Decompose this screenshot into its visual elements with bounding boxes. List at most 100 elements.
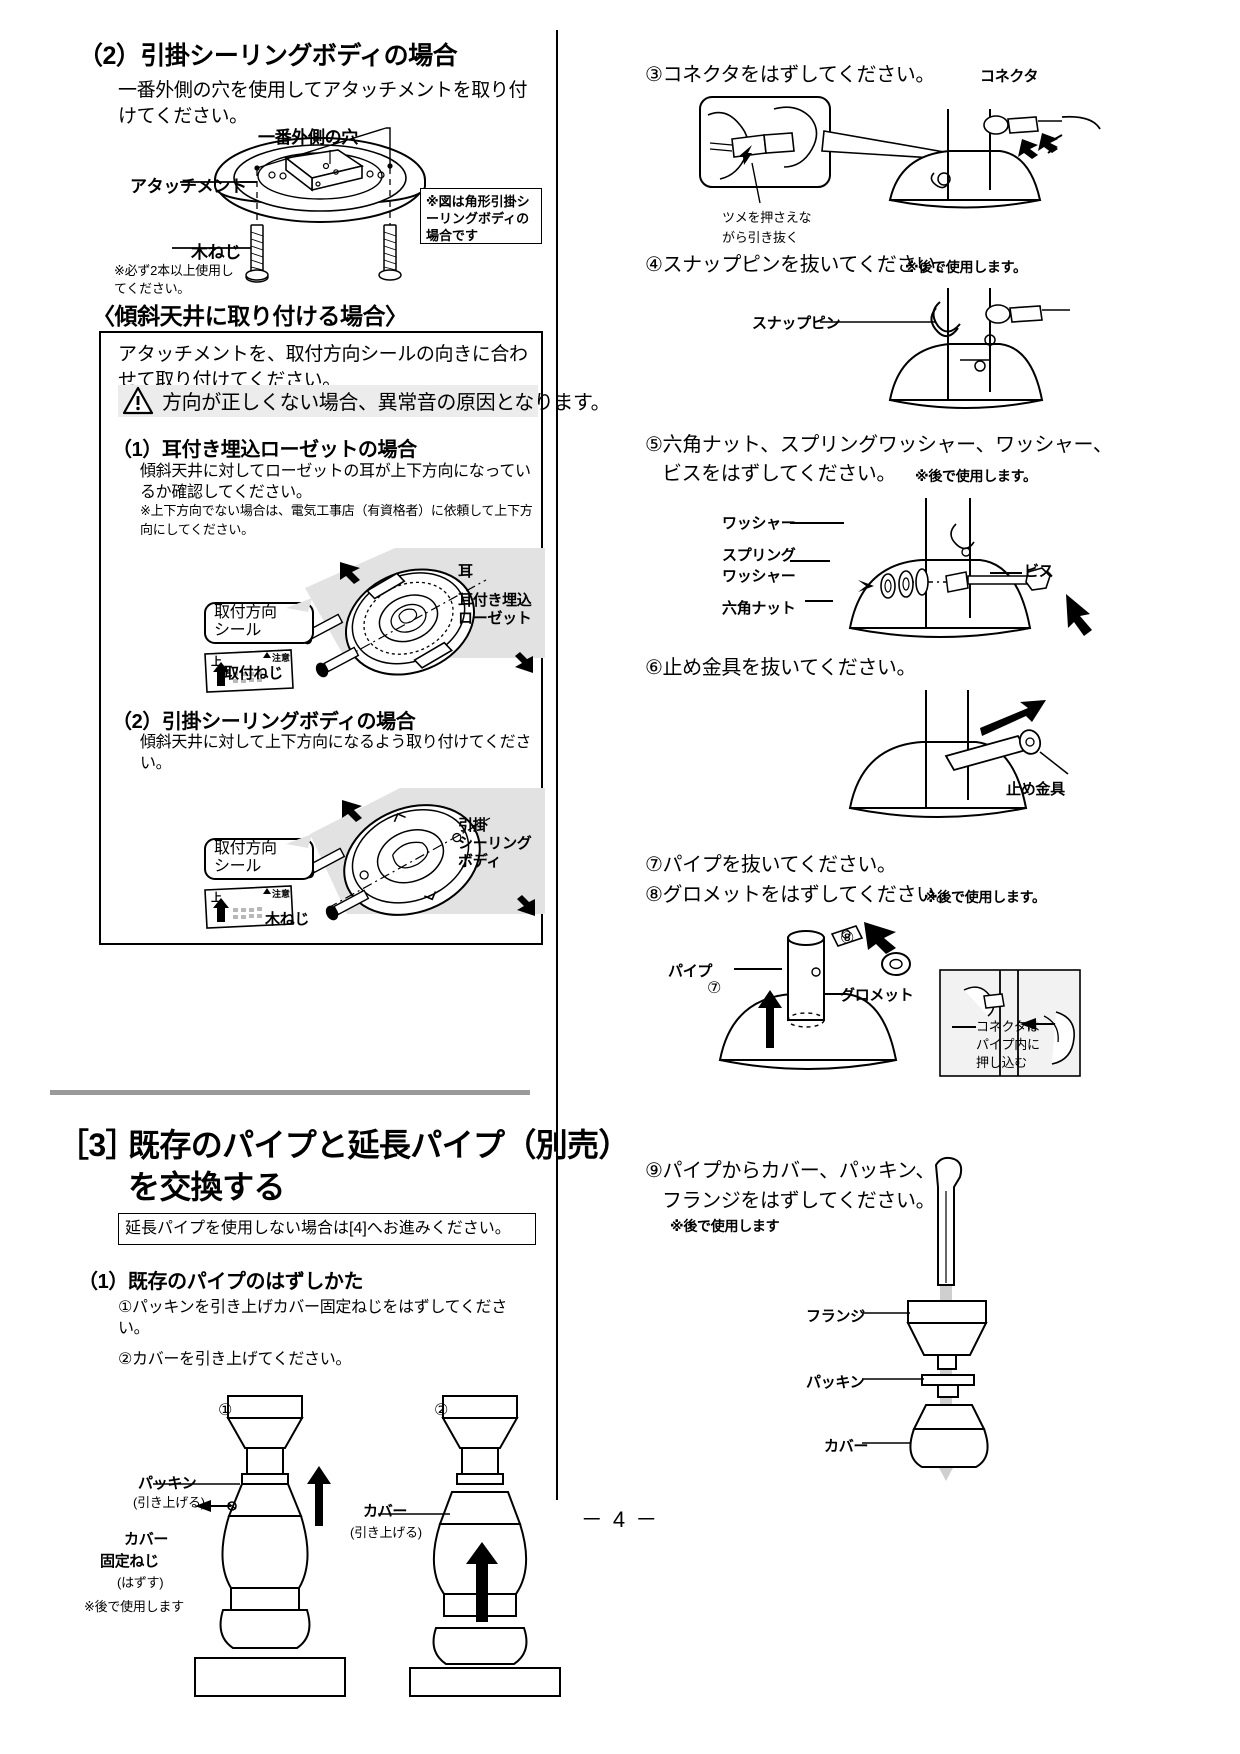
label-hex-nut: 六角ナット: [722, 600, 796, 617]
label-wood-screw: 木ねじ: [191, 243, 241, 262]
label-ear: 耳: [458, 563, 473, 580]
marker-2: ②: [434, 1402, 449, 1419]
step3-diagram: [699, 95, 1120, 235]
step8-text: ⑧グロメットをはずしてください。: [645, 884, 956, 906]
seal-label-text: 取付方向 シール: [214, 604, 277, 640]
label-attachment: アタッチメント: [130, 177, 247, 196]
label-packing-9: パッキン: [806, 1374, 865, 1391]
step9-text-l1: ⑨パイプからカバー、パッキン、: [645, 1160, 935, 1182]
fixture-diagram-2: [378, 1395, 570, 1697]
label-flange: フランジ: [806, 1308, 865, 1325]
section-3-heading-l1: 既存のパイプと延長パイプ（別売）: [128, 1127, 630, 1163]
inset-note: コネクタは パイプ内に 押し込む: [976, 1019, 1040, 1071]
marker-7: ⑦: [707, 980, 722, 997]
section-3-callout-box: 延長パイプを使用しない場合は[4]へお進みください。: [118, 1213, 536, 1245]
section-3-callout: 延長パイプを使用しない場合は[4]へお進みください。: [125, 1220, 511, 1237]
label-cover-screw-l2: 固定ねじ: [100, 1553, 159, 1570]
label-wood-screw-note: ※必ず2本以上使用してください。: [114, 263, 234, 296]
label-wood-screw-2: 木ねじ: [265, 911, 310, 928]
svg-text:注意: 注意: [272, 652, 290, 663]
note-box-text: ※図は角形引掛シーリングボディの場合です: [426, 194, 530, 243]
label-spring-washer-l2: ワッシャー: [722, 568, 796, 585]
section-3-heading-l2: を交換する: [128, 1169, 285, 1205]
slope-heading: 〈傾斜天井に取り付ける場合〉: [92, 303, 408, 329]
seal2-label-text: 取付方向 シール: [214, 840, 277, 876]
label-spring-washer-l1: スプリング: [722, 547, 796, 564]
label-snap-pin: スナップピン: [752, 315, 841, 332]
slope-sub1-note: ※上下方向でない場合は、電気工事店（有資格者）に依頼して上下方向にしてください。: [140, 503, 533, 537]
section-rule: [50, 1090, 530, 1095]
slope-sub1-seal-graphic: 上 注意: [203, 648, 295, 694]
section-2-heading: （2）引掛シーリングボディの場合: [78, 42, 458, 70]
label-ceiling-body: 引掛 シーリング ボディ: [458, 817, 532, 870]
slope-sub1-seal-label: 取付方向 シール: [214, 604, 277, 641]
label-washer: ワッシャー: [722, 515, 796, 532]
label-rosette: 耳付き埋込 ローゼット: [458, 592, 532, 627]
slope-sub1-heading: （1）耳付き埋込ローゼットの場合: [112, 439, 417, 461]
step7-text: ⑦パイプを抜いてください。: [645, 854, 897, 876]
label-mounting-screw: 取付ねじ: [224, 665, 283, 682]
step9-text-l2: フランジをはずしてください。: [662, 1190, 936, 1212]
slope-sub1-rosette: [290, 560, 540, 690]
column-divider: [556, 30, 558, 1500]
slope-sub2-body: 傾斜天井に対して上下方向になるよう取り付けてください。: [140, 734, 532, 772]
warning-text: 方向が正しくない場合、異常音の原因となります。: [162, 392, 611, 414]
page-number: － 4 －: [580, 1507, 660, 1532]
step6-text: ⑥止め金具を抜いてください。: [645, 657, 917, 679]
label-retainer: 止め金具: [1006, 781, 1065, 798]
step4-text: ④スナップピンを抜いてください。: [645, 254, 956, 276]
note-box-square-body: ※図は角形引掛シーリングボディの場合です: [420, 188, 542, 244]
fixture-diagram-1: [153, 1395, 355, 1697]
slope-sub2-seal-callout: [204, 834, 314, 880]
leader-spring-washer: [790, 560, 830, 562]
svg-text:上: 上: [211, 654, 222, 668]
section-2-body: 一番外側の穴を使用してアタッチメントを取り付けてください。: [118, 80, 528, 127]
label-pipe: パイプ: [668, 963, 713, 980]
label-connector: コネクタ: [980, 68, 1039, 85]
step3-text: ③コネクタをはずしてください。: [645, 64, 935, 86]
label-cover-screw-note: ※後で使用します: [84, 1599, 184, 1614]
section-3-step2: ②カバーを引き上げてください。: [118, 1351, 352, 1368]
label-packing-sub: (引き上げる): [133, 1495, 205, 1510]
step6-diagram: [840, 690, 1120, 830]
step5-diagram: [830, 498, 1120, 648]
step8-suffix: ※後で使用します。: [924, 889, 1046, 905]
step5-text-l2: ビスをはずしてください。: [662, 463, 896, 485]
step4-diagram: [820, 288, 1100, 418]
slope-sub2-heading: （2）引掛シーリングボディの場合: [112, 711, 416, 733]
step9-diagram: [862, 1155, 1080, 1485]
warning-strip: [118, 385, 538, 417]
marker-1: ①: [218, 1402, 233, 1419]
label-grommet: グロメット: [840, 987, 914, 1004]
attachment-diagram: [90, 120, 550, 290]
label-outermost-hole: 一番外側の穴: [258, 128, 358, 147]
slope-sub2-seal-label: 取付方向 シール: [214, 840, 277, 877]
leader-inset-note: [952, 1026, 976, 1028]
label-packing: パッキン: [138, 1475, 197, 1492]
leader-hex-nut: [805, 600, 833, 602]
leader-screw: [990, 572, 1022, 574]
leader-washer: [790, 522, 844, 524]
section-3-step1: ①パッキンを引き上げカバー固定ねじをはずしてください。: [118, 1299, 507, 1337]
slope-sub2-seal-graphic: 上 注意: [203, 884, 295, 930]
marker-8: ⑧: [840, 930, 855, 947]
label-claw-note: ツメを押さえながら引き抜く: [722, 210, 812, 245]
slope-sub2-ceiling-body: [292, 798, 542, 928]
step5-suffix: ※後で使用します。: [915, 468, 1037, 484]
step9-note: ※後で使用します: [670, 1218, 780, 1234]
label-cover-9: カバー: [824, 1438, 869, 1455]
leader-pipe: [734, 968, 782, 970]
slope-sub1-body: 傾斜天井に対してローゼットの耳が上下方向になっているか確認してください。: [140, 463, 531, 501]
step4-suffix: ※後で使用します。: [905, 259, 1027, 275]
step5-text-l1: ⑤六角ナット、スプリングワッシャー、ワッシャー、: [645, 434, 1113, 456]
label-cover-sub: (引き上げる): [350, 1525, 422, 1540]
section-3-number: ［3］: [57, 1127, 138, 1163]
label-cover: カバー: [363, 1503, 408, 1520]
section-3-sub1-heading: （1）既存のパイプのはずしかた: [78, 1271, 364, 1293]
svg-text:上: 上: [211, 890, 222, 904]
step78-diagram: [700, 920, 1120, 1080]
label-cover-screw-l1: カバー: [124, 1531, 169, 1548]
label-cover-screw-sub: (はずす): [117, 1575, 164, 1590]
svg-text:注意: 注意: [272, 888, 290, 899]
